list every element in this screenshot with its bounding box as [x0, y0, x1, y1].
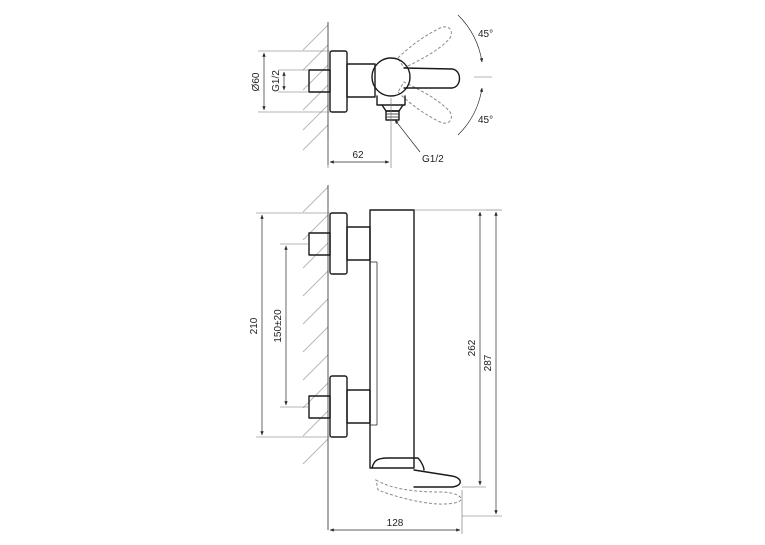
dim-inlet-spacing-label: 150±20 [273, 309, 284, 343]
angle-label-lower: 45° [478, 115, 493, 126]
dim-body-height-label: 262 [467, 339, 478, 356]
top-outlet-neck [381, 104, 404, 112]
side-outlet-top [371, 457, 425, 471]
side-nut-lower [346, 389, 371, 424]
angle-arc-upper [457, 14, 484, 63]
dim-total-height-label: 287 [483, 354, 494, 371]
dim-inlet-span-label: 210 [249, 317, 260, 334]
side-wall-hatching [302, 186, 329, 465]
dim-thread-left-label: G1/2 [271, 70, 282, 92]
dim-diameter-label: Ø60 [251, 72, 262, 91]
lever-ghost-upper [397, 26, 452, 69]
top-outlet-thread [385, 110, 400, 121]
side-mixer-body [369, 209, 415, 469]
side-view: 210 150±20 262 287 128 [249, 185, 502, 534]
top-eccentric-connector [329, 50, 348, 113]
dim-thread-outlet-label: G1/2 [422, 154, 444, 165]
top-nut [346, 63, 376, 98]
dim-depth-label: 62 [352, 150, 364, 161]
angle-arc-lower [457, 87, 484, 136]
side-nut-upper [346, 226, 371, 261]
side-lever-ghost [375, 479, 462, 505]
top-view: 45° 45° Ø60 G1/2 62 G1/2 [251, 14, 493, 168]
angle-label-upper: 45° [478, 29, 493, 40]
top-lever [403, 67, 461, 89]
top-mixer-body [371, 57, 411, 97]
top-wall-hatching [302, 24, 329, 151]
side-lever [413, 469, 461, 488]
side-connector-lower [329, 375, 348, 438]
side-connector-upper [329, 212, 348, 275]
lever-ghost-lower [397, 81, 452, 124]
dim-thread-outlet-leader [394, 119, 421, 153]
dim-width-label: 128 [387, 518, 404, 529]
